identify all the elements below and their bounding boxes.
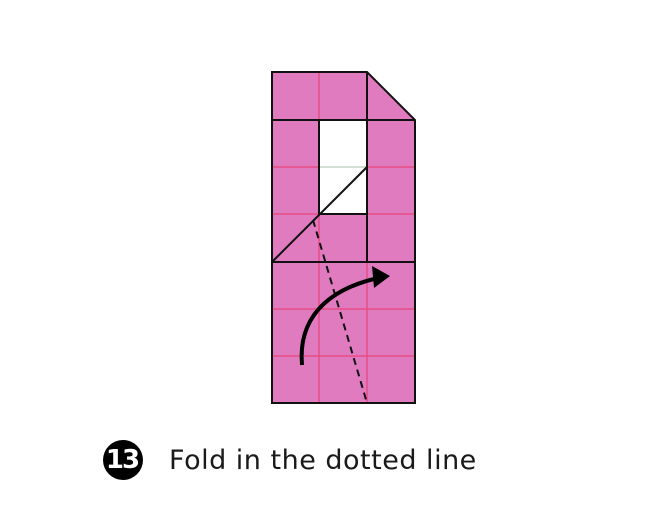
paper-grid bbox=[272, 72, 415, 403]
step-caption: Fold in the dotted line bbox=[169, 444, 477, 476]
paper-outline bbox=[271, 71, 416, 404]
step-instruction: 13 Fold in the dotted line bbox=[103, 440, 477, 480]
fold-dotted-line bbox=[312, 219, 368, 404]
arrowhead-icon bbox=[372, 266, 390, 288]
curved-arrow-icon bbox=[299, 276, 379, 366]
step-number-badge: 13 bbox=[103, 440, 143, 480]
lower-paper-layer bbox=[272, 262, 415, 403]
